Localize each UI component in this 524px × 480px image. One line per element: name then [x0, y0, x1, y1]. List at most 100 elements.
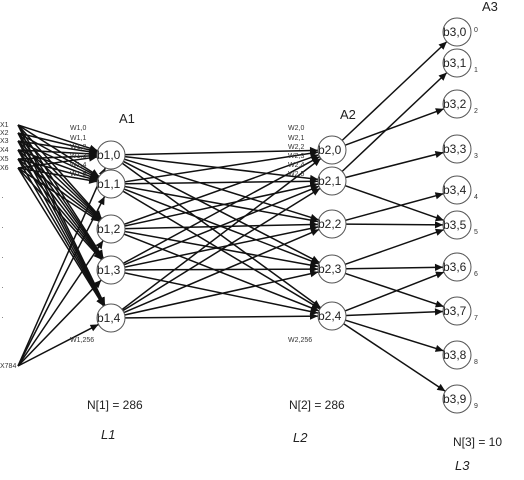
weight-label: W2,4	[288, 162, 304, 169]
arrowhead	[435, 271, 444, 279]
neuron-l3	[442, 384, 472, 414]
neuron-label-l3: b3,4	[443, 183, 467, 197]
weight-label: W1,5	[70, 171, 86, 178]
neuron-l2	[317, 254, 347, 284]
neuron-l3	[442, 17, 472, 47]
edge-input-to-l1	[17, 124, 98, 152]
edge-l2-to-l3	[343, 323, 446, 392]
neuron-label-l2: b2,4	[318, 309, 342, 323]
output-subscript: 1	[474, 67, 478, 74]
neuron-label-l1: b1,2	[97, 222, 121, 236]
edge-input-to-l1	[17, 140, 102, 220]
edge-input-to-l1	[17, 140, 104, 260]
weight-label: W1,0	[70, 125, 86, 132]
layer-name-l3: L3	[455, 458, 470, 473]
layer-title-a1: A1	[119, 111, 135, 126]
neuron-l1	[96, 303, 126, 333]
edge-input-to-l1	[17, 149, 99, 180]
neuron-label-l3: b3,5	[443, 218, 467, 232]
neuron-l3	[442, 340, 472, 370]
neuron-l1	[96, 169, 126, 199]
output-subscript: 9	[474, 403, 478, 410]
edge-l1-to-l2	[121, 162, 322, 309]
layer-count-n2: N[2] = 286	[289, 398, 345, 412]
edge-input-to-l1	[17, 132, 98, 153]
neuron-label-l3: b3,2	[443, 97, 467, 111]
edge-input-to-l1	[17, 323, 99, 367]
input-label-x5: X5	[0, 156, 9, 163]
layer-count-n1: N[1] = 286	[87, 398, 143, 412]
arrowhead	[312, 158, 321, 167]
output-subscript: 3	[474, 153, 478, 160]
neuron-l3	[442, 252, 472, 282]
arrowhead	[434, 221, 444, 229]
arrowhead	[434, 263, 444, 271]
neuron-label-l2: b2,3	[318, 262, 342, 276]
weight-label: W1,4	[70, 162, 86, 169]
neuron-l3	[442, 296, 472, 326]
arrowhead	[88, 176, 98, 184]
weight-label-last: W1,256	[70, 337, 94, 344]
edge-l1-to-l2	[123, 154, 320, 225]
arrowhead	[93, 280, 102, 289]
arrowhead	[435, 228, 444, 236]
edge-input-to-l1	[17, 124, 100, 178]
edge-l1-to-l2	[122, 156, 321, 264]
edge-l1-to-l2	[124, 183, 319, 227]
edge-l2-to-l3	[344, 228, 445, 266]
input-label-x4: X4	[0, 147, 9, 154]
edge-l2-to-l3	[344, 184, 445, 222]
neuron-label-l1: b1,1	[97, 177, 121, 191]
edge-l1-to-l2	[124, 151, 319, 183]
arrowhead	[438, 72, 447, 81]
edge-l2-to-l3	[345, 310, 444, 317]
output-subscript: 8	[474, 359, 478, 366]
output-subscript: 0	[474, 27, 478, 34]
arrowhead	[97, 196, 105, 206]
edge-l1-to-l2	[124, 268, 319, 271]
input-ellipsis: ·	[1, 192, 4, 202]
input-ellipsis: ·	[1, 252, 4, 262]
neuron-l3	[442, 210, 472, 240]
layer-count-n3: N[3] = 10	[453, 435, 502, 449]
neuron-label-l2: b2,1	[318, 174, 342, 188]
edge-l1-to-l2	[121, 157, 322, 311]
arrowhead	[309, 312, 319, 320]
arrowhead	[435, 108, 444, 115]
edge-l1-to-l2	[122, 187, 321, 312]
edge-input-to-l1	[17, 149, 101, 221]
neuron-label-l3: b3,0	[443, 25, 467, 39]
arrowhead	[434, 345, 444, 352]
edge-l2-to-l3	[345, 319, 444, 352]
edge-input-to-l1	[17, 167, 98, 183]
edge-input-to-l1	[17, 149, 104, 260]
edge-input-to-l1	[17, 167, 107, 367]
connection-edges	[17, 41, 448, 392]
edge-l1-to-l2	[123, 160, 320, 264]
edge-input-to-l1	[17, 240, 104, 367]
neuron-label-l3: b3,1	[443, 56, 467, 70]
input-label-x3: X3	[0, 138, 9, 145]
edge-l1-to-l2	[124, 271, 319, 316]
weight-label: W1,1	[70, 135, 86, 142]
weight-label: W2,1	[288, 135, 304, 142]
input-label-x2: X2	[0, 130, 9, 137]
input-ellipsis: ·	[1, 222, 4, 232]
arrowhead	[434, 308, 444, 316]
neuron-label-l1: b1,4	[97, 311, 121, 325]
edge-input-to-l1	[17, 140, 98, 154]
arrowhead	[88, 154, 98, 162]
edge-input-to-l1	[17, 279, 102, 367]
arrowhead	[93, 251, 102, 260]
neuron-l3	[442, 48, 472, 78]
output-subscript: 4	[474, 194, 478, 201]
weight-label-last: W2,256	[288, 337, 312, 344]
layer-title-a2: A2	[340, 107, 356, 122]
edge-l2-to-l3	[345, 266, 444, 270]
edge-l1-to-l2	[124, 226, 319, 268]
output-subscript: 7	[474, 315, 478, 322]
input-label-x784: X784	[0, 363, 16, 370]
weight-label: W2,0	[288, 125, 304, 132]
output-subscript: 6	[474, 271, 478, 278]
